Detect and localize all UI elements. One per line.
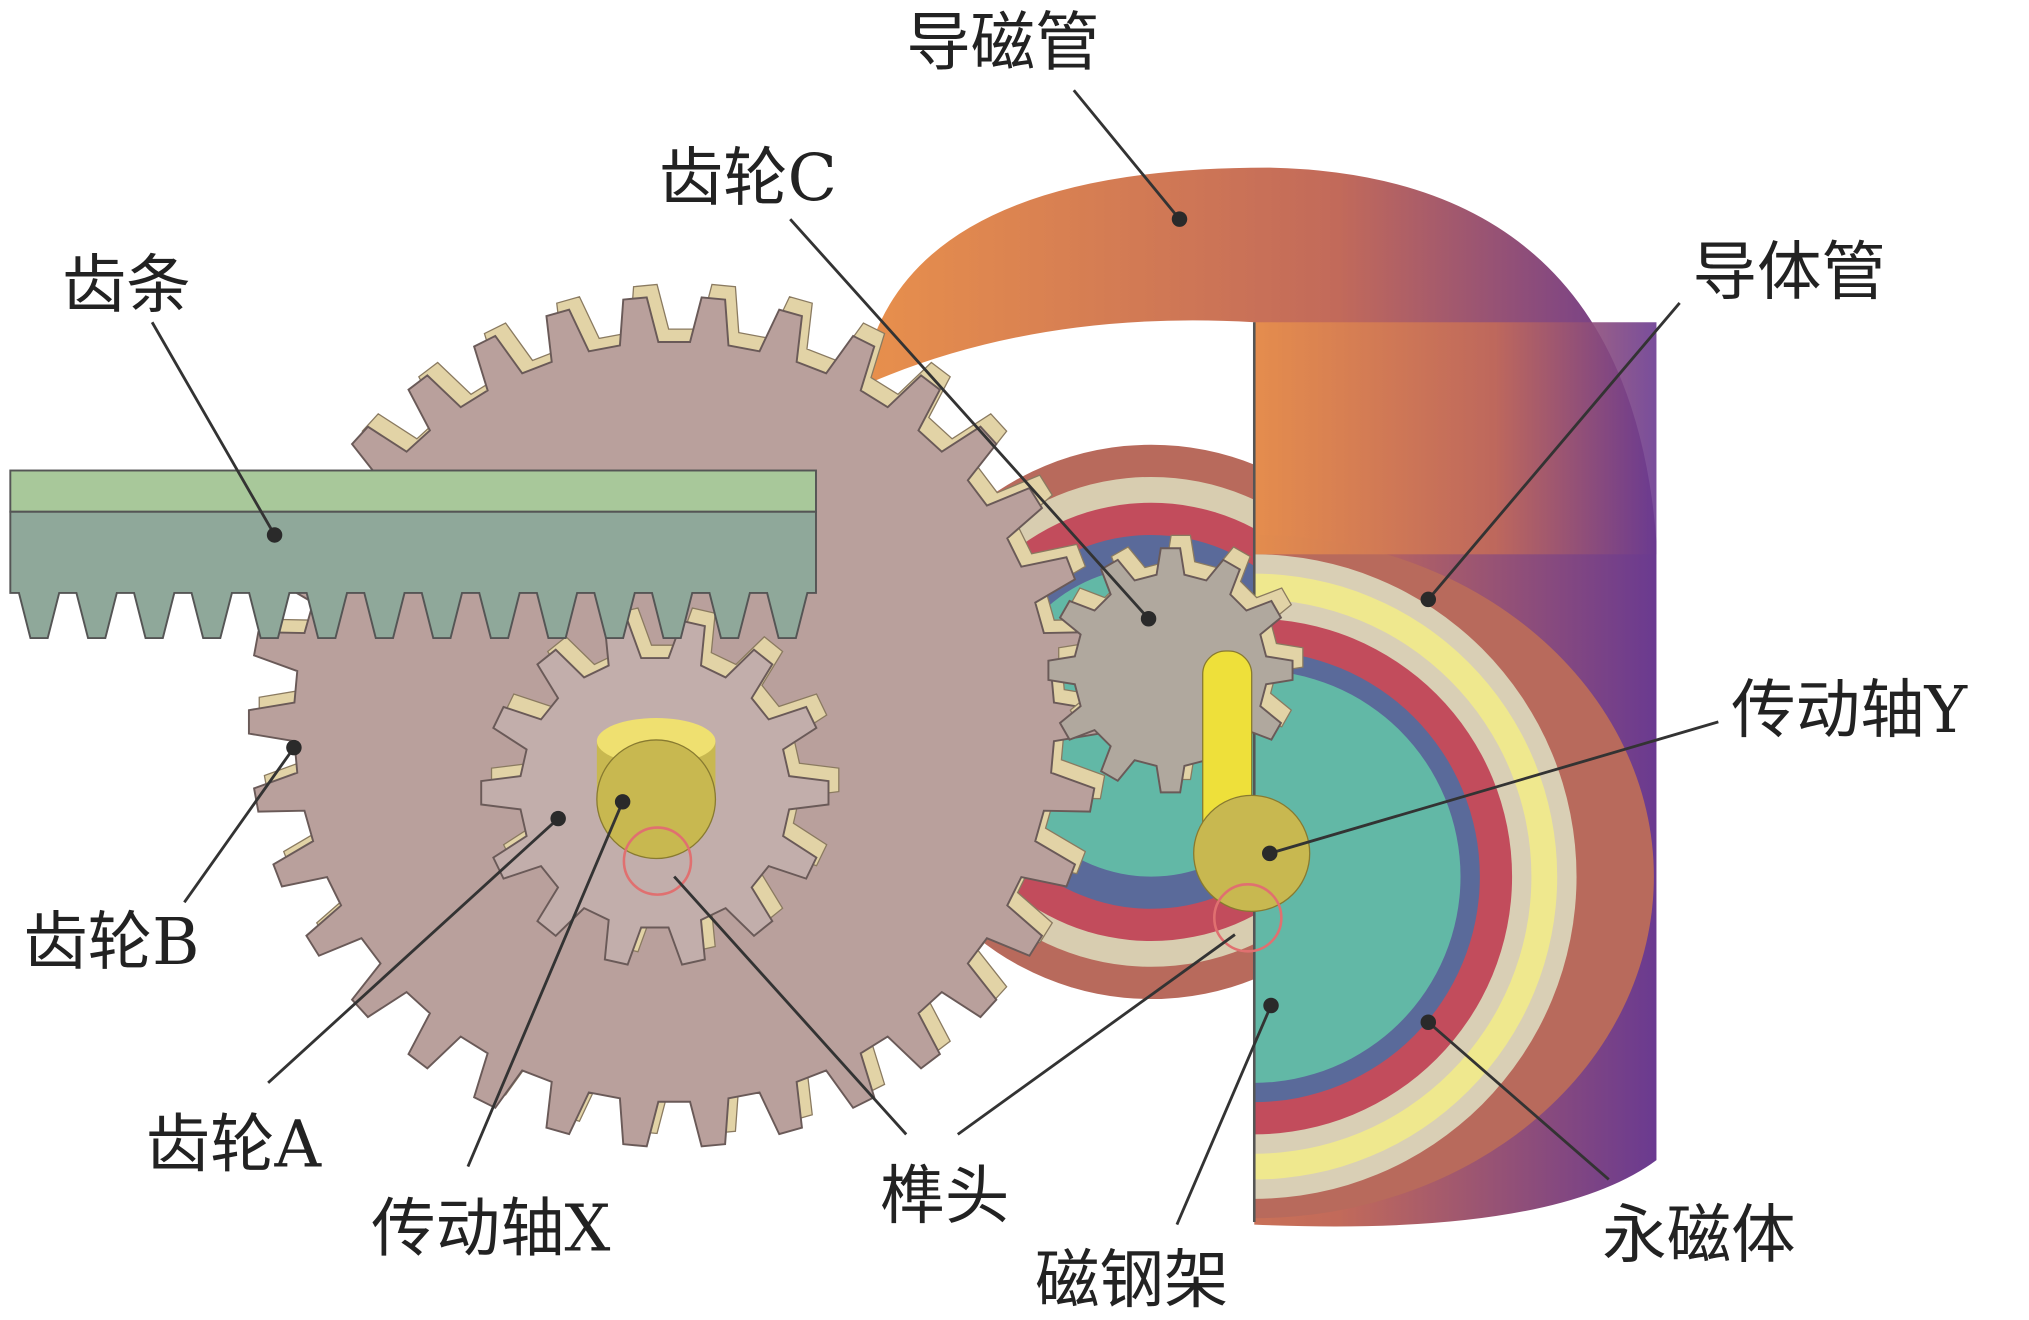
label-permanent-magnet: 永磁体 xyxy=(1602,1198,1795,1273)
label-gear-a: 齿轮A xyxy=(146,1108,323,1183)
rack xyxy=(9,469,817,640)
tenon-highlight-y xyxy=(1213,883,1283,953)
label-conductor-tube: 导体管 xyxy=(1693,235,1886,310)
label-gear-c: 齿轮C xyxy=(659,141,837,216)
label-shaft-y: 传动轴Y xyxy=(1731,673,1968,748)
label-tenon: 榫头 xyxy=(880,1159,1009,1234)
cross-section xyxy=(1254,322,1657,1219)
label-rack: 齿条 xyxy=(62,248,191,323)
shaft-x xyxy=(596,718,717,896)
tenon-highlight-x xyxy=(622,826,693,896)
label-shaft-x: 传动轴X xyxy=(371,1191,610,1266)
label-magnet-frame: 磁钢架 xyxy=(1035,1243,1228,1318)
label-magnetic-tube: 导磁管 xyxy=(906,5,1099,80)
magnet-frame-disk xyxy=(1254,670,1461,1083)
leader-lines xyxy=(150,89,1719,1226)
label-gear-b: 齿轮B xyxy=(23,905,199,980)
shaft-y xyxy=(1193,650,1311,953)
